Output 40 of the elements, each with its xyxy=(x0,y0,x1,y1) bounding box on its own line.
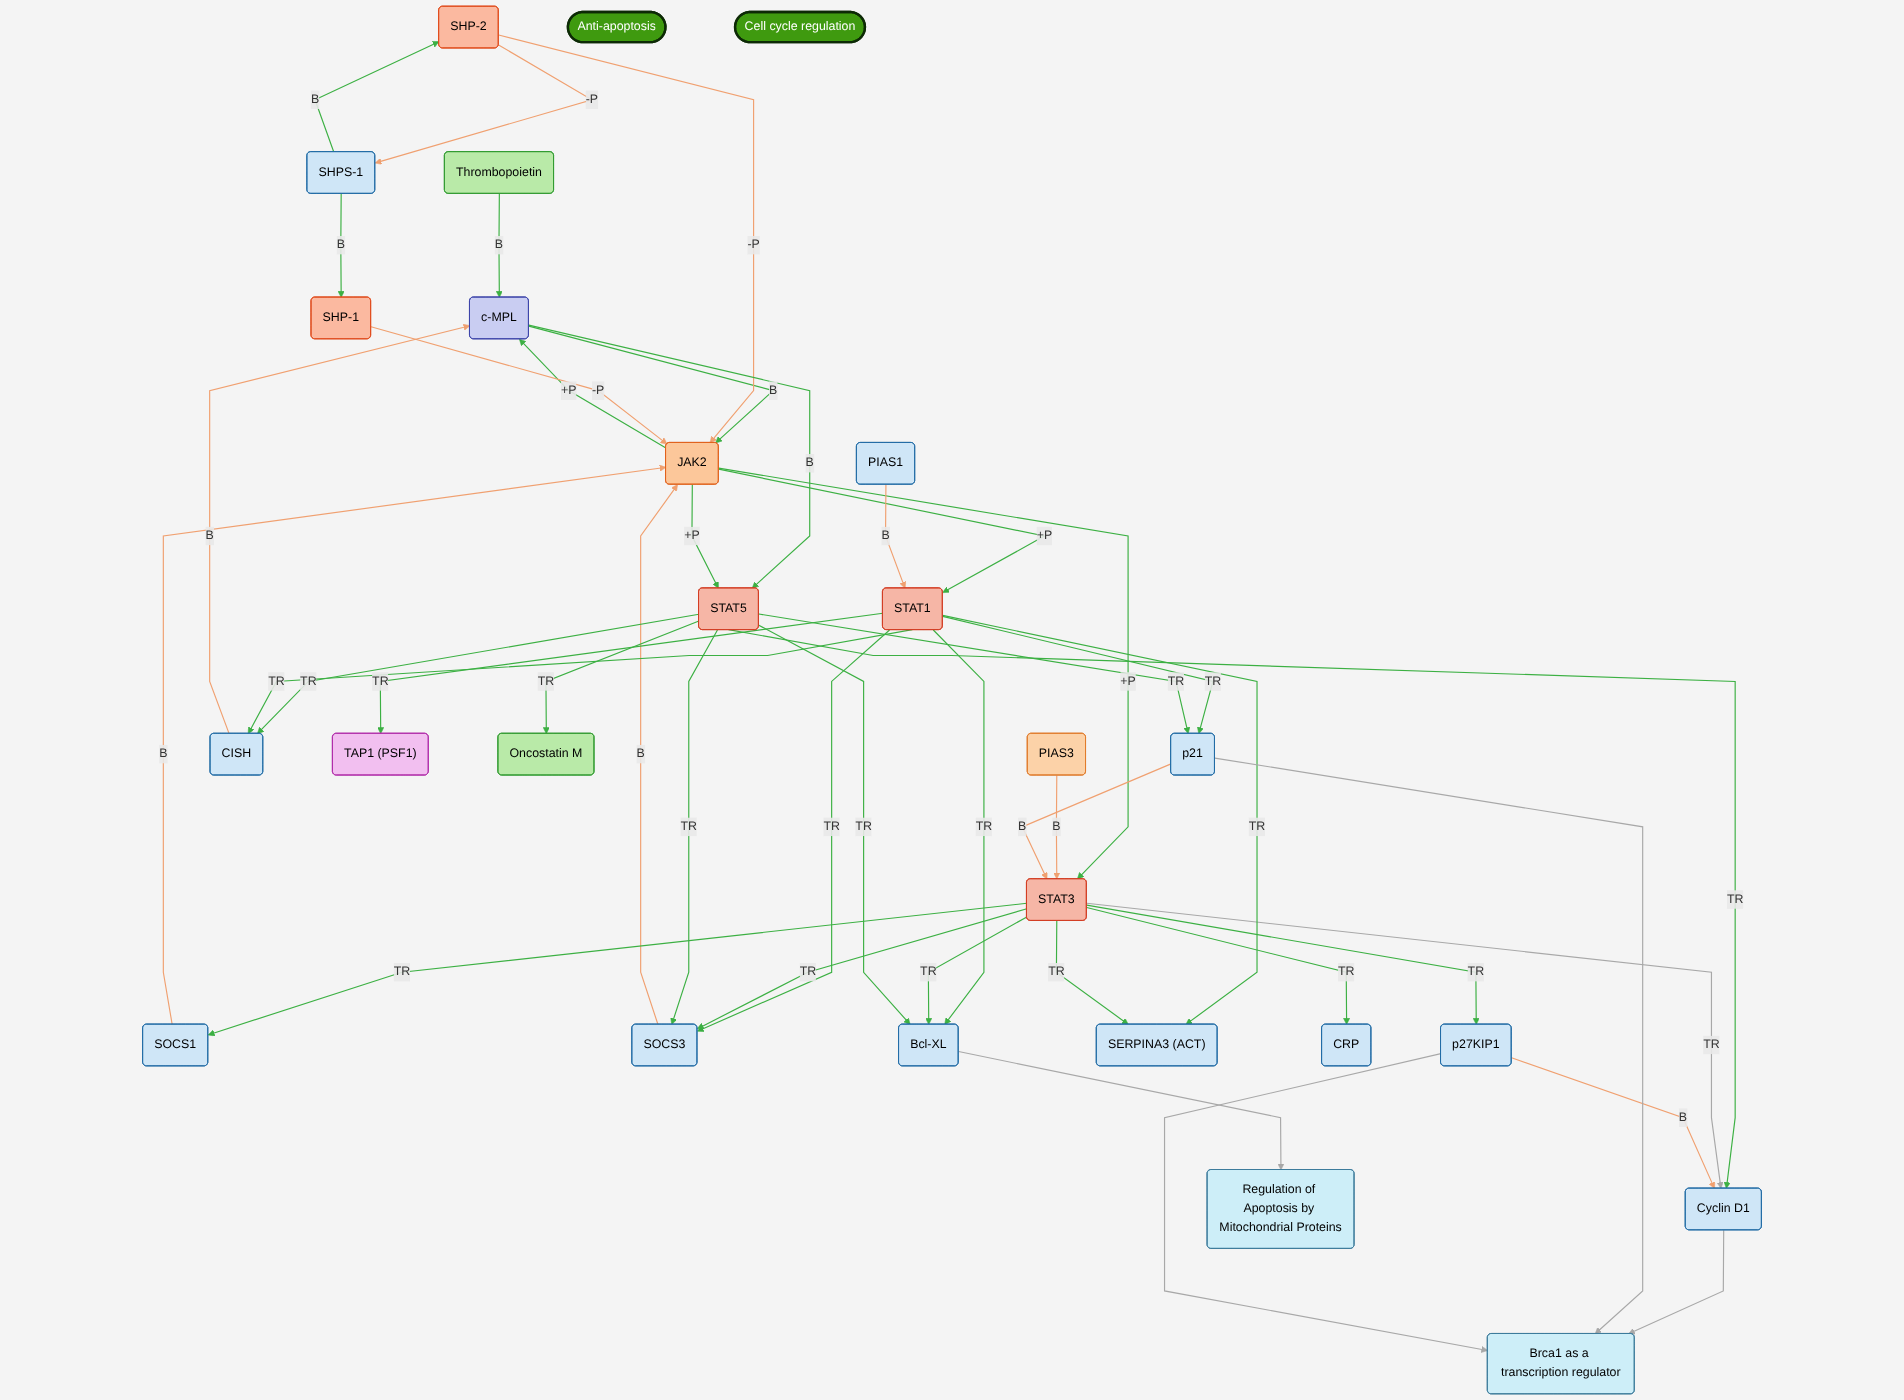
arrow xyxy=(495,193,503,298)
arrow xyxy=(1214,757,1644,1335)
arrow xyxy=(209,323,471,735)
arrow xyxy=(958,1050,1285,1171)
arrow xyxy=(247,629,913,734)
arrow xyxy=(370,326,668,445)
arrow xyxy=(337,193,345,298)
arrow xyxy=(519,338,667,449)
arrow xyxy=(377,612,884,734)
arrow xyxy=(758,613,1191,734)
arrow xyxy=(1163,1053,1488,1353)
arrow xyxy=(640,484,678,1026)
arrow xyxy=(257,613,700,734)
arrow xyxy=(718,467,1129,880)
arrow xyxy=(528,325,775,444)
arrow xyxy=(932,629,985,1025)
arrow xyxy=(925,916,1028,1025)
arrow xyxy=(1511,1057,1716,1189)
arrow xyxy=(697,629,891,1032)
arrow xyxy=(1021,763,1172,880)
arrow xyxy=(670,629,719,1025)
arrow xyxy=(942,615,1214,734)
arrow xyxy=(942,614,1258,1025)
arrow xyxy=(1086,906,1350,1025)
arrow xyxy=(1086,902,1724,1189)
arrow xyxy=(314,41,440,153)
arrow xyxy=(162,464,667,1026)
arrow xyxy=(1628,1229,1725,1335)
arrow xyxy=(528,324,811,589)
arrow xyxy=(691,484,719,589)
arrow xyxy=(758,624,911,1025)
arrow xyxy=(697,908,1028,1030)
arrow xyxy=(727,629,1736,1189)
arrow xyxy=(1053,774,1061,880)
arrow xyxy=(498,34,755,444)
arrow xyxy=(207,902,1028,1037)
arrow xyxy=(884,484,907,589)
arrow xyxy=(542,620,700,734)
arrow xyxy=(1055,920,1129,1025)
arrow xyxy=(1086,904,1480,1025)
